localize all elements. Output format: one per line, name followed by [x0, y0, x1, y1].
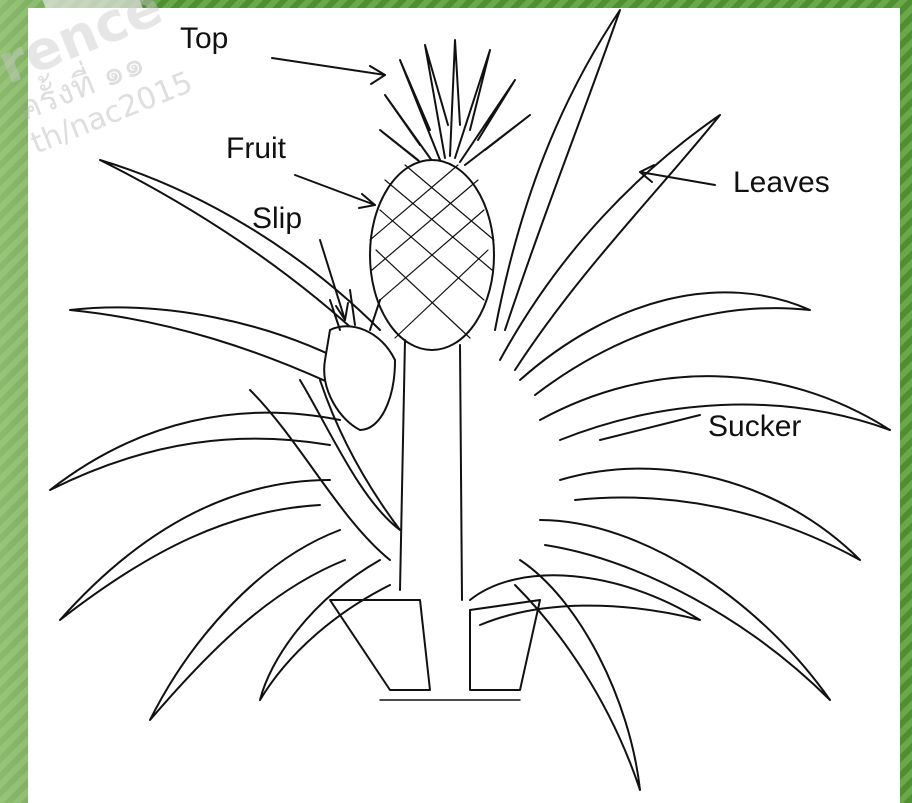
- sucker-base-right: [470, 600, 540, 690]
- pineapple-fruit: [370, 160, 494, 350]
- sucker-base-left: [330, 600, 430, 690]
- pineapple-crown: [380, 40, 530, 170]
- arrow-sucker: [600, 415, 700, 440]
- label-sucker: Sucker: [708, 410, 801, 444]
- arrow-leaves: [640, 172, 715, 185]
- label-leaves: Leaves: [733, 166, 830, 200]
- label-top: Top: [180, 22, 228, 56]
- arrow-top: [272, 58, 385, 75]
- label-slip: Slip: [252, 202, 302, 236]
- plant-stalk: [400, 340, 462, 600]
- arrow-fruit: [295, 175, 375, 205]
- label-fruit: Fruit: [226, 132, 286, 166]
